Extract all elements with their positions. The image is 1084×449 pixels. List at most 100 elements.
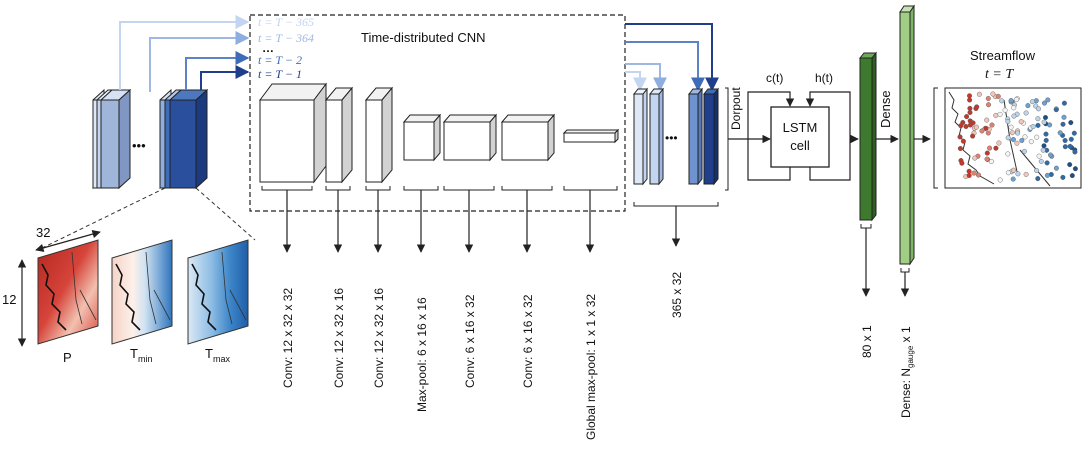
- input-ellipsis: •••: [132, 138, 146, 153]
- input-stack-late: [159, 88, 209, 190]
- gauge-dot: [1060, 174, 1066, 180]
- gauge-dot: [1035, 106, 1041, 112]
- gauge-dot: [990, 91, 996, 97]
- layer-label-5: Conv: 6 x 16 x 32: [463, 294, 477, 388]
- gauge-dot: [996, 140, 1002, 146]
- gauge-dot: [1034, 134, 1040, 140]
- gauge-dot: [987, 145, 993, 151]
- gauge-dot: [1043, 137, 1049, 143]
- lstm-output-label: 80 x 1: [860, 325, 874, 358]
- gauge-dot: [976, 172, 982, 178]
- height-dimension-label: 12: [2, 292, 16, 307]
- gauge-dot: [1053, 107, 1059, 113]
- gauge-dot: [1072, 166, 1078, 172]
- cnn-frame: [249, 14, 626, 212]
- gauge-dot: [989, 122, 995, 128]
- gauge-dot: [1010, 136, 1016, 142]
- gauge-dot: [1040, 147, 1046, 153]
- zoom-lines: [37, 187, 256, 251]
- gauge-dot: [997, 111, 1003, 117]
- gauge-dot: [1030, 124, 1036, 130]
- gauge-dot: [1023, 171, 1029, 177]
- gauge-dot: [1019, 137, 1025, 143]
- output-bracket-left: [933, 87, 938, 189]
- gauge-dot: [1041, 143, 1047, 149]
- sequence-shape-label: 365 x 32: [670, 272, 684, 318]
- time-label: t = T − 365: [258, 15, 314, 29]
- gauge-dot: [1067, 162, 1073, 168]
- gauge-dot: [1061, 114, 1067, 120]
- gauge-dot: [1057, 130, 1063, 136]
- gauge-dot: [1043, 131, 1049, 137]
- gauge-dot: [984, 156, 990, 162]
- gauge-dot: [1009, 130, 1015, 136]
- gauge-dot: [1002, 107, 1008, 113]
- cnn-block-conv-5: [500, 113, 556, 162]
- lstm-label-line2: cell: [790, 138, 810, 153]
- cnn-block-conv-2: [324, 86, 354, 184]
- time-label: t = T − 1: [258, 67, 302, 81]
- sequence-bracket: [725, 87, 729, 191]
- gauge-dot: [1042, 114, 1048, 120]
- dense-output-bar: [899, 4, 915, 266]
- gauge-dot: [1018, 119, 1024, 125]
- gauge-dot: [984, 117, 990, 123]
- map-label-p-main: P: [63, 350, 72, 365]
- gauge-dot: [1005, 151, 1011, 157]
- gauge-dot: [966, 172, 972, 178]
- layer-label-2: Conv: 12 x 32 x 16: [332, 288, 346, 388]
- cnn-blocks: [259, 82, 620, 184]
- cnn-layer-labels: Conv: 12 x 32 x 32 Conv: 12 x 32 x 16 Co…: [281, 288, 598, 440]
- time-labels: t = T − 365 t = T − 364 … t = T − 2 t = …: [258, 15, 314, 81]
- time-label: t = T − 364: [258, 31, 314, 45]
- cnn-block-conv-3: [364, 86, 394, 184]
- gauge-dot: [1029, 99, 1035, 105]
- dense-output-prefix: Dense: N: [899, 368, 913, 418]
- dense-label: Dense: [878, 90, 893, 128]
- gauge-dot: [1010, 176, 1016, 182]
- map-label-tmin-main: T: [130, 346, 138, 361]
- gauge-dot: [1005, 170, 1011, 176]
- layer-label-4: Max-pool: 6 x 16 x 16: [415, 297, 429, 412]
- sequence-brace: [633, 202, 719, 207]
- cnn-layer-braces: [261, 186, 618, 191]
- gauge-dot: [1068, 120, 1074, 126]
- gauge-dot: [1067, 143, 1073, 149]
- sequence-ellipsis: •••: [665, 131, 678, 145]
- map-label-tmin: Tmin: [130, 346, 152, 364]
- gauge-dot: [976, 91, 982, 97]
- streamflow-coastline: [948, 91, 1051, 187]
- dense-output-sub: gauge: [906, 345, 915, 368]
- map-label-tmax-sub: max: [213, 354, 231, 364]
- sequence-stack: [632, 87, 720, 186]
- lstm-cell: [770, 106, 830, 168]
- gauge-dot: [1069, 173, 1075, 179]
- input-map-tmax: [187, 239, 249, 345]
- gauge-dot: [1041, 100, 1047, 106]
- cnn-block-conv-4: [442, 113, 498, 162]
- gauge-dot: [959, 160, 965, 166]
- gauge-dot: [1023, 110, 1029, 116]
- gauge-dot: [1021, 148, 1027, 154]
- time-arrows-in: [119, 15, 250, 92]
- gauge-dot: [1034, 167, 1040, 173]
- dense-output-label: Dense: Ngauge x 1: [899, 326, 915, 418]
- gauge-dot: [1015, 130, 1021, 136]
- gauge-dot: [971, 170, 977, 176]
- gauge-dot: [960, 138, 966, 144]
- input-map-tmin: [111, 239, 173, 345]
- gauge-dot: [1060, 121, 1066, 127]
- gauge-dot: [1005, 135, 1011, 141]
- gauge-dot: [999, 98, 1005, 104]
- gauge-dot: [1008, 98, 1014, 104]
- map-label-tmin-sub: min: [138, 354, 153, 364]
- gauge-dot: [957, 134, 963, 140]
- gauge-dot: [1035, 176, 1041, 182]
- lstm-out-brace: [860, 224, 872, 229]
- gauge-dot: [1014, 140, 1020, 146]
- layer-label-1: Conv: 12 x 32 x 32: [281, 288, 295, 388]
- cnn-title: Time-distributed CNN: [361, 30, 486, 45]
- lstm-output-bar: [858, 51, 878, 222]
- gauge-dot: [958, 123, 964, 129]
